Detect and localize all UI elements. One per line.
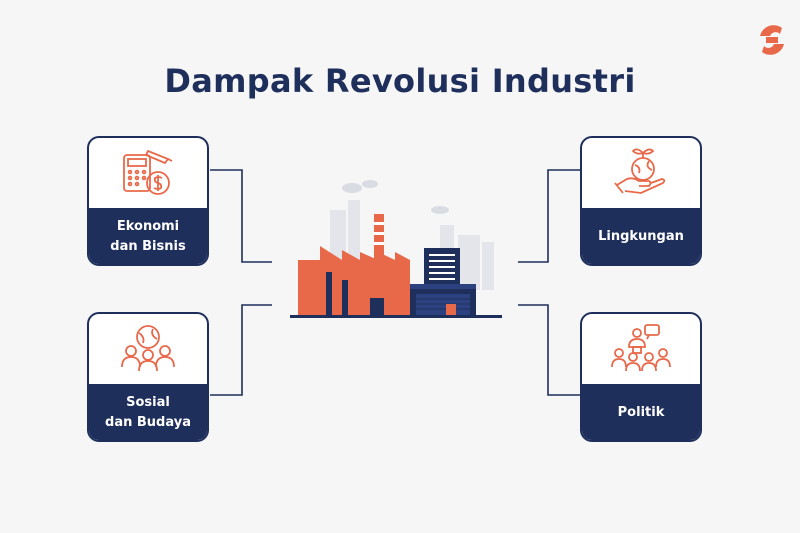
card-environment: Lingkungan <box>580 136 702 266</box>
card-politics-label: Politik <box>617 405 665 420</box>
card-economy: Ekonomi dan Bisnis <box>87 136 209 266</box>
connector-environment <box>518 169 580 263</box>
logo-icon <box>760 25 784 55</box>
card-politics: Politik <box>580 312 702 442</box>
card-environment-label: Lingkungan <box>598 229 684 244</box>
connector-politics <box>518 304 580 396</box>
page-title: Dampak Revolusi Industri <box>164 62 636 100</box>
connector-economy <box>210 169 272 263</box>
connector-social <box>210 304 272 396</box>
environment-icon <box>614 148 666 194</box>
finance-icon <box>123 149 173 195</box>
factory-icon <box>290 180 502 318</box>
society-icon <box>121 325 175 372</box>
card-social: Sosial dan Budaya <box>87 312 209 442</box>
card-social-label: Sosial dan Budaya <box>105 395 191 430</box>
politics-icon <box>611 324 671 372</box>
card-economy-label: Ekonomi dan Bisnis <box>110 219 186 254</box>
